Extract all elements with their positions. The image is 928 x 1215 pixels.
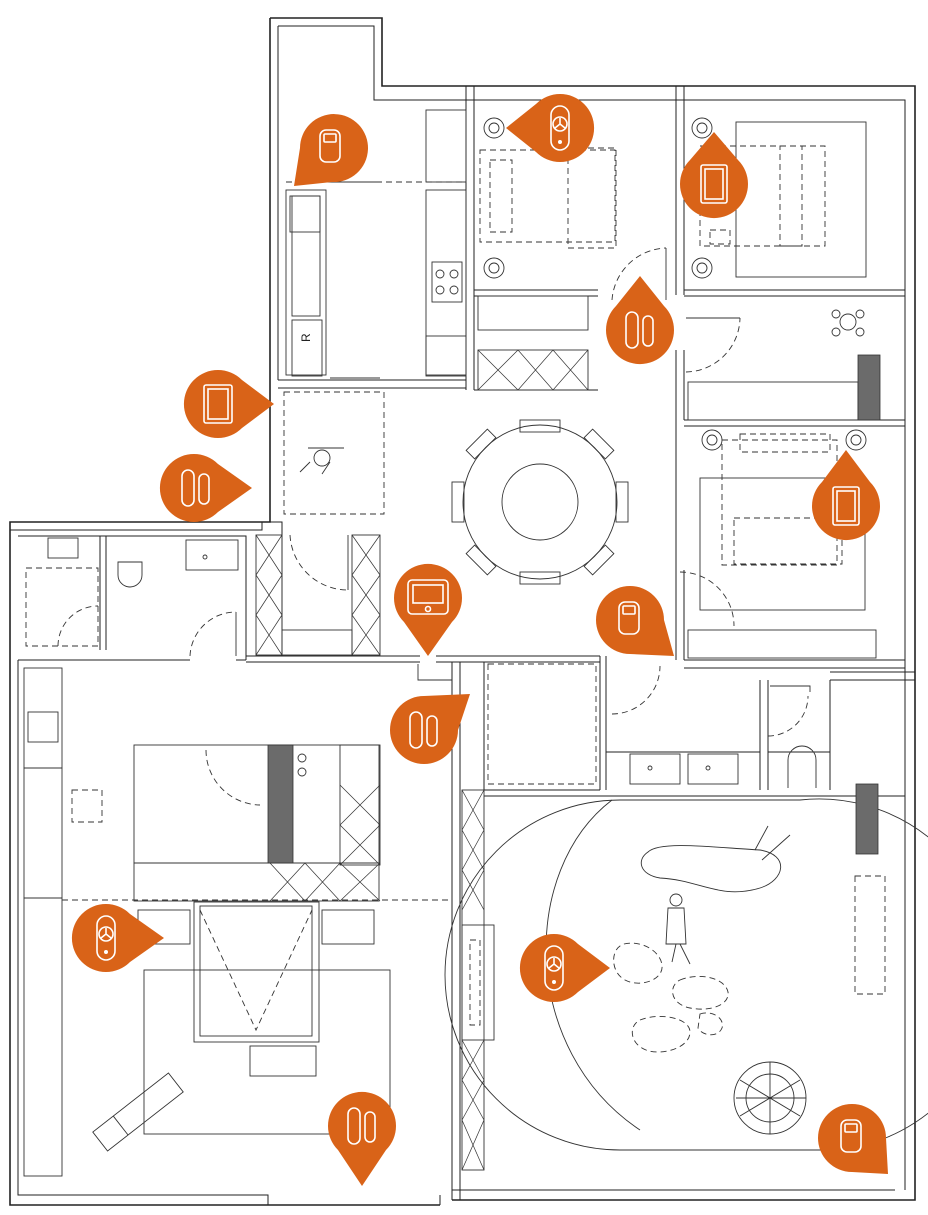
tablet-icon[interactable] [812, 450, 880, 541]
lounge-chair-icon [92, 1072, 184, 1152]
bedroom-1 [477, 117, 667, 391]
plant-icon [733, 1061, 807, 1135]
door-sensor-icon[interactable] [606, 276, 674, 365]
tablet-icon[interactable] [183, 370, 274, 438]
keypad-icon[interactable] [818, 1104, 888, 1174]
walking-figure-icon [665, 893, 691, 965]
door-sensor-icon[interactable] [328, 1091, 396, 1186]
motion-sensor-icon[interactable] [519, 934, 610, 1002]
corridor-closet [417, 663, 597, 1171]
keypad-icon[interactable] [596, 586, 674, 656]
master-bedroom [23, 667, 448, 1177]
outer-walls [9, 17, 916, 1206]
door-sensor-icon[interactable] [159, 454, 253, 522]
bathroom [25, 537, 239, 657]
dining-table [283, 391, 629, 585]
entry-figure-icon [299, 447, 344, 475]
fridge-mark-label: R [299, 333, 313, 342]
entry-closet [255, 447, 381, 656]
desk-chair-icon [831, 309, 865, 337]
motion-sensor-icon[interactable] [506, 94, 595, 162]
bedroom-3 [679, 429, 877, 659]
living-room [444, 783, 928, 1151]
motion-sensor-icon[interactable] [71, 904, 165, 972]
keypad-icon[interactable] [294, 114, 368, 187]
tablet-icon[interactable] [680, 132, 748, 219]
interior-walls [18, 86, 915, 1200]
shared-bath [611, 665, 817, 788]
door-sensor-icon[interactable] [390, 694, 470, 764]
control-panel-icon[interactable] [394, 563, 462, 656]
